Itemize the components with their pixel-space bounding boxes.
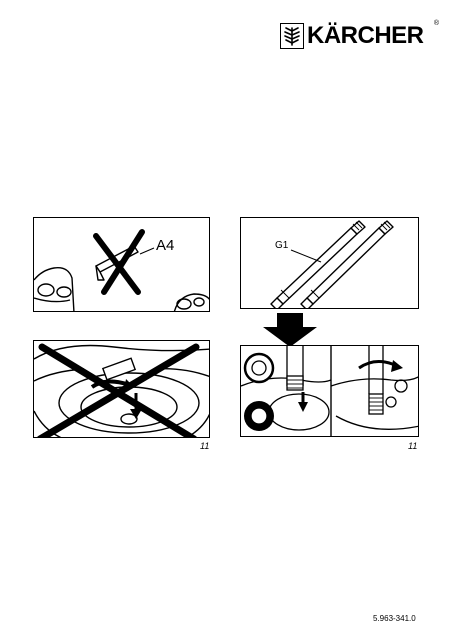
cross-out-icon (93, 229, 145, 295)
cross-out-icon (37, 343, 200, 437)
page-number-right: 11 (408, 441, 418, 451)
page-number-left: 11 (200, 441, 210, 451)
down-arrow-icon (263, 313, 317, 347)
figure-wrong-insertion-crossed (33, 340, 210, 438)
part-label-a4: A4 (156, 237, 175, 254)
brand-wordmark: KÄRCHER (307, 22, 424, 49)
figure-correct-insertion (240, 345, 419, 437)
figure-hex-key-crossed: A4 (33, 217, 210, 312)
label-leader-line (139, 247, 155, 255)
karcher-wheat-emblem-icon (280, 23, 304, 49)
part-label-g1: G1 (275, 240, 289, 251)
figure-extension-tubes: G1 (240, 217, 419, 309)
karcher-logo: KÄRCHER ® (280, 20, 439, 50)
registered-mark: ® (433, 20, 439, 27)
document-number: 5.963-341.0 (373, 614, 416, 623)
